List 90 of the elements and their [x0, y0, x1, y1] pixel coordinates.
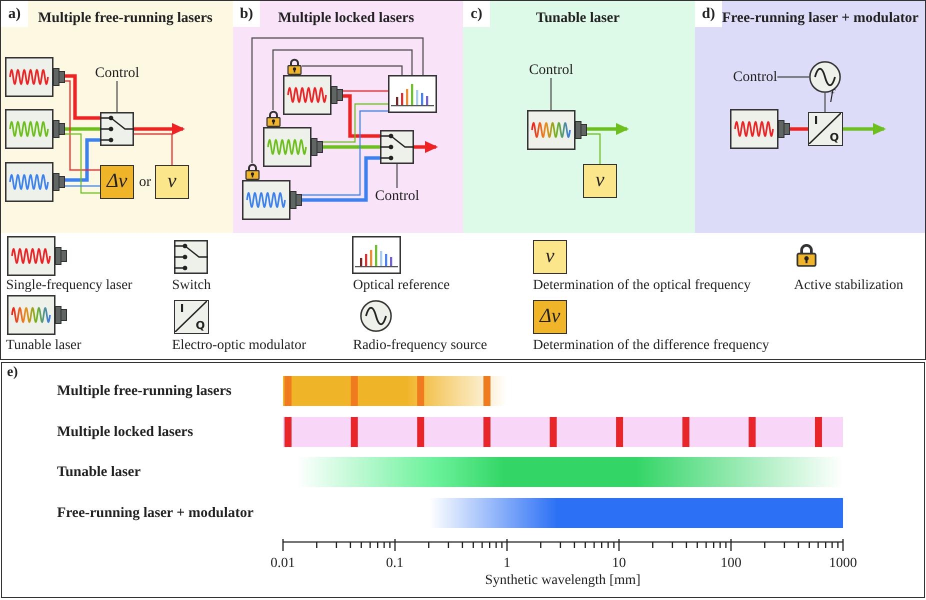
- panel: [233, 1, 463, 233]
- range-bar: [283, 417, 843, 447]
- signal-line: [302, 110, 388, 196]
- modulator-box: I Q: [174, 300, 209, 334]
- signal-line: [251, 37, 424, 163]
- laser-icon: [283, 75, 343, 115]
- panel-label: a): [1, 1, 28, 27]
- signal-line: [587, 133, 601, 164]
- signal-line: [824, 93, 826, 112]
- panel-title: Tunable laser: [536, 9, 620, 27]
- modulator-box: I Q: [808, 112, 843, 146]
- laser-icon: [5, 109, 65, 149]
- signal-line: [65, 80, 100, 171]
- note-text: or: [139, 174, 152, 190]
- measurement-box: Δν: [533, 300, 567, 334]
- signal-line: [777, 76, 809, 78]
- range-bar: [283, 376, 507, 406]
- switch-icon: [380, 130, 414, 164]
- signal-line: [116, 81, 118, 112]
- category-label: Free-running laser + modulator: [57, 505, 254, 521]
- signal-line: [65, 133, 100, 194]
- measurement-box: ν: [533, 240, 567, 274]
- panel: [463, 1, 695, 233]
- laser-icon: [263, 127, 323, 167]
- legend-label: Optical reference: [353, 278, 450, 294]
- legend-label: Active stabilization: [794, 278, 904, 294]
- beam-line: [323, 145, 380, 149]
- axis-title: Synthetic wavelength [mm]: [485, 573, 641, 589]
- laser-icon: [730, 109, 790, 149]
- legend-label: Switch: [172, 278, 211, 294]
- tick-label: 1000: [829, 556, 857, 572]
- padlock-icon: [245, 163, 260, 180]
- legend-label: Single-frequency laser: [6, 278, 132, 294]
- control-label: Control: [95, 65, 140, 81]
- beam-line: [65, 138, 100, 182]
- laser-icon: [5, 162, 65, 202]
- legend-label: Electro-optic modulator: [172, 338, 306, 354]
- beam-line: [65, 127, 100, 131]
- beam-line: [790, 127, 808, 131]
- panel-title: Multiple locked lasers: [278, 9, 414, 27]
- signal-line: [302, 65, 403, 75]
- legend-label: Tunable laser: [6, 338, 82, 354]
- control-label: Control: [733, 69, 778, 85]
- signal-line: [343, 90, 388, 92]
- measurement-box: ν: [583, 164, 617, 198]
- panel-title: Multiple free-running lasers: [38, 9, 213, 27]
- panel: [1, 362, 925, 598]
- panel-label: e): [7, 365, 18, 381]
- panel: [1, 1, 233, 233]
- signal-line: [134, 133, 173, 165]
- edge-label: f: [830, 88, 834, 104]
- panel-label: c): [463, 1, 490, 27]
- measurement-box: ν: [155, 165, 189, 199]
- tick-label: 1: [504, 556, 510, 572]
- beam-arrow: [843, 123, 886, 135]
- control-label: Control: [375, 188, 420, 204]
- category-label: Multiple locked lasers: [57, 424, 194, 440]
- category-label: Multiple free-running lasers: [57, 383, 232, 399]
- tick-label: 100: [720, 556, 742, 572]
- padlock-icon: [287, 58, 302, 75]
- legend-label: Determination of the optical frequency: [533, 278, 751, 294]
- legend-label: Radio-frequency source: [353, 338, 488, 354]
- spectrum-icon: [388, 75, 437, 113]
- switch-icon: [100, 112, 134, 146]
- panel-label: d): [695, 1, 722, 27]
- signal-line: [396, 164, 398, 188]
- padlock-icon: [266, 110, 281, 127]
- measurement-box: Δν: [100, 165, 134, 199]
- laser-icon: [242, 180, 302, 220]
- beam-line: [343, 94, 380, 138]
- beam-arrow: [414, 141, 438, 153]
- beam-arrow: [134, 123, 185, 135]
- beam-line: [65, 74, 100, 120]
- beam-arrow: [587, 123, 629, 135]
- signal-line: [65, 185, 100, 187]
- legend-label: Determination of the difference frequency: [533, 338, 770, 354]
- laser-icon: [527, 110, 587, 150]
- tick-label: 0.1: [386, 556, 404, 572]
- panel-title: Free-running laser + modulator: [722, 9, 919, 27]
- panel: [695, 1, 925, 233]
- signal-line: [550, 78, 552, 110]
- laser-icon: [5, 57, 65, 97]
- category-label: Tunable laser: [57, 464, 141, 480]
- tick-label: 0.01: [270, 556, 295, 572]
- beam-line: [302, 156, 380, 202]
- signal-line: [323, 103, 388, 143]
- tick-label: 10: [612, 556, 626, 572]
- panel-label: b): [233, 1, 260, 27]
- control-label: Control: [529, 62, 574, 78]
- signal-line: [272, 49, 413, 110]
